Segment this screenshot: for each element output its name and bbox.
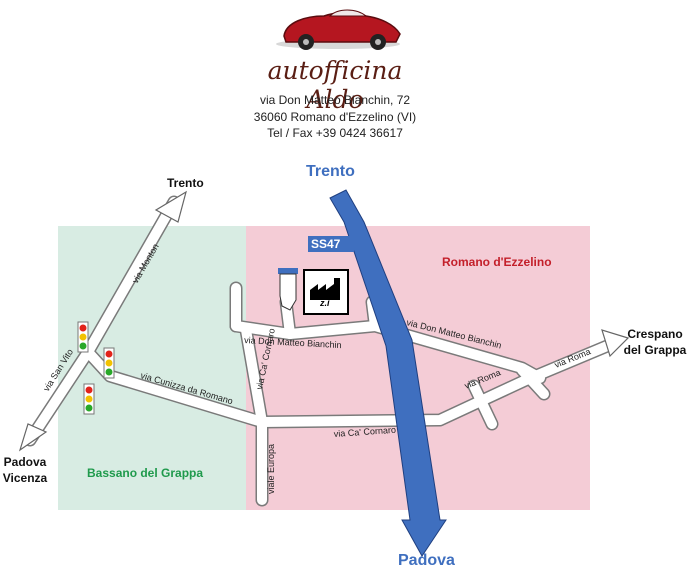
label-bassano: Bassano del Grappa (87, 466, 204, 480)
label-via-ca-cornaro-h: via Ca' Cornaro (333, 425, 396, 439)
direction-arrows (18, 190, 630, 452)
traffic-light-2 (103, 347, 115, 379)
arrow-padova-vicenza-icon (18, 423, 48, 452)
label-ss47: SS47 (311, 237, 341, 251)
traffic-light-1 (77, 321, 89, 353)
ss47-badge (308, 236, 354, 252)
arrow-crespano-icon (601, 329, 630, 358)
label-viale-europa: viale Europa (266, 444, 276, 494)
address-line-1: via Don Matteo Bianchin, 72 (259, 93, 411, 107)
label-crespano: Crespano (627, 327, 683, 341)
label-romano: Romano d'Ezzelino (442, 255, 552, 269)
label-zi: z.i (320, 298, 330, 308)
arrow-trento-north-icon (154, 190, 187, 223)
ss47-highway (329, 189, 447, 557)
label-padova: Padova (3, 455, 47, 469)
label-trento: Trento (167, 176, 204, 190)
label-del-grappa: del Grappa (623, 343, 687, 357)
label-trento-highway: Trento (306, 163, 355, 180)
traffic-light-3 (83, 383, 95, 415)
address-line-2: 36060 Romano d'Ezzelino (VI) (253, 110, 417, 124)
industrial-zone-icon (303, 269, 349, 315)
pointing-hand-icon (278, 268, 298, 311)
zone-bassano (58, 226, 246, 510)
brand-name: autofficina Aldo (267, 56, 403, 114)
label-padova-highway: Padova (398, 552, 455, 569)
car-logo (276, 9, 401, 50)
phone: Tel / Fax +39 0424 36617 (267, 126, 403, 140)
label-vicenza: Vicenza (2, 471, 48, 485)
